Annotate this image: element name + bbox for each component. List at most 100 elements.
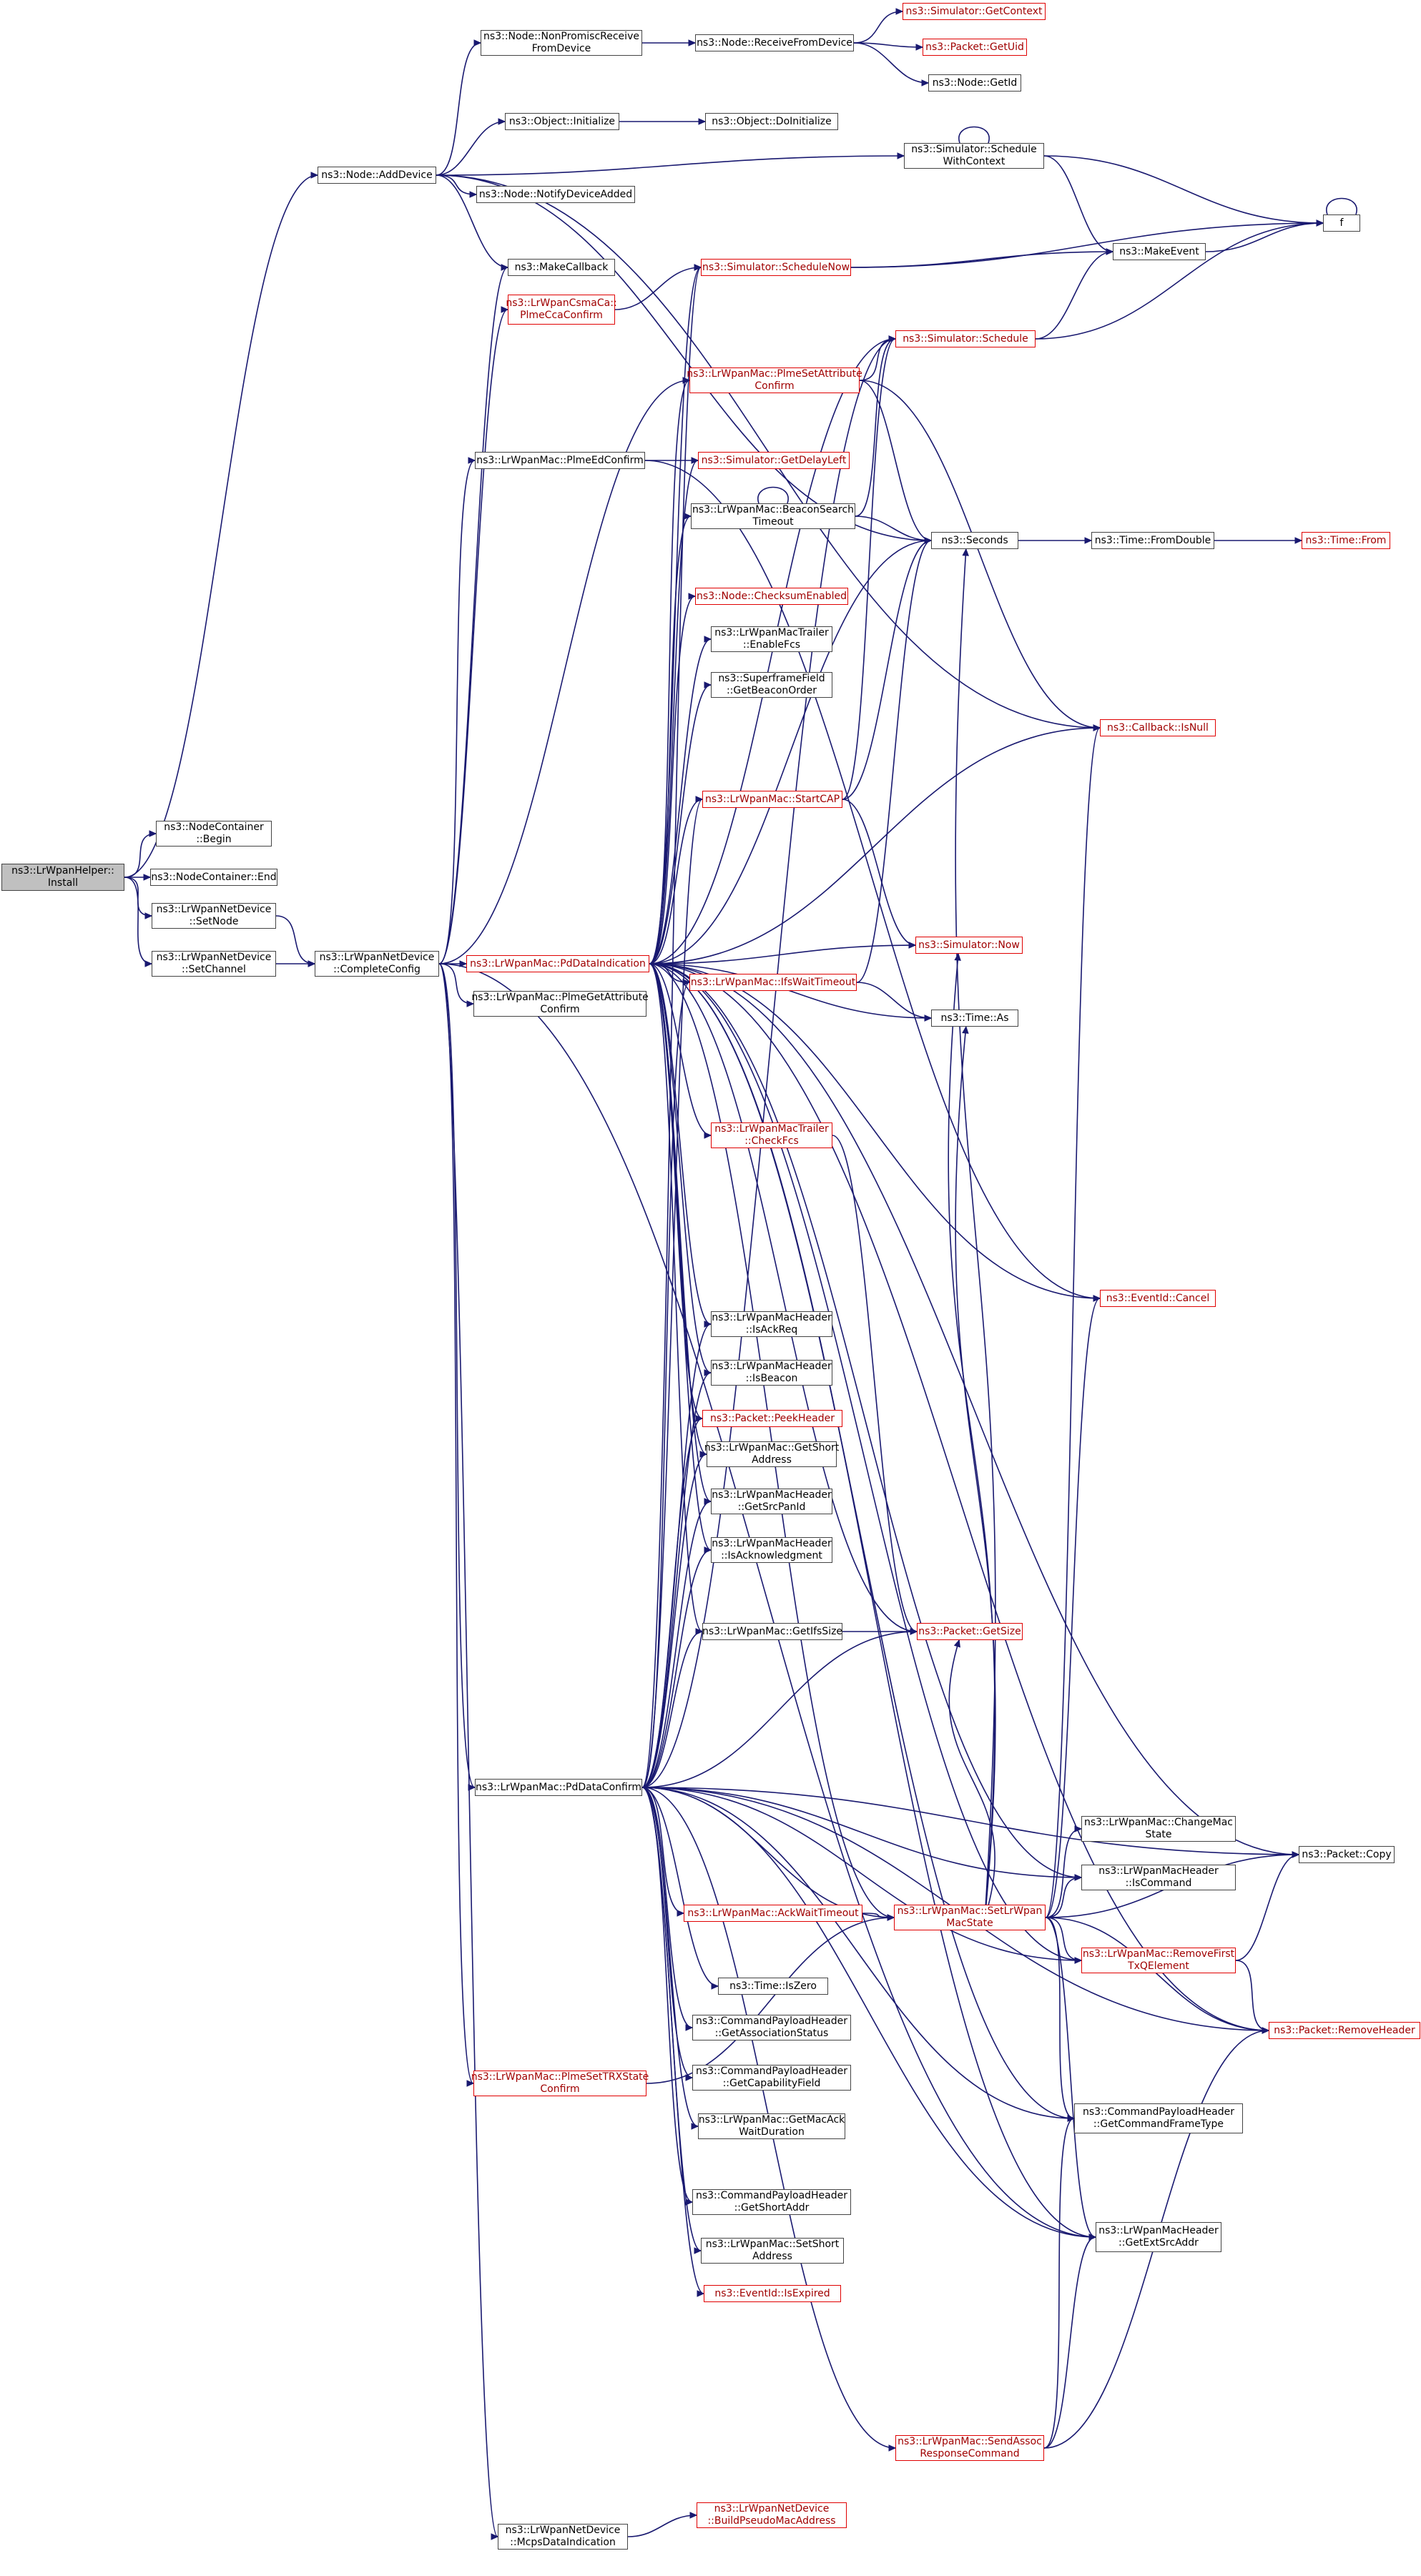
- node-getifssize[interactable]: ns3::LrWpanMac::GetIfsSize: [702, 1623, 842, 1640]
- node-getcmdframetype[interactable]: ns3::CommandPayloadHeader ::GetCommandFr…: [1074, 2103, 1243, 2133]
- node-beaconsearch[interactable]: ns3::LrWpanMac::BeaconSearch Timeout: [691, 503, 855, 529]
- node-receivefromdevice[interactable]: ns3::Node::ReceiveFromDevice: [695, 34, 854, 51]
- node-simnow[interactable]: ns3::Simulator::Now: [915, 937, 1023, 954]
- node-checkfcs[interactable]: ns3::LrWpanMacTrailer ::CheckFcs: [711, 1122, 832, 1148]
- edge-root-to-setchannel: [124, 877, 152, 964]
- node-getdelayleft[interactable]: ns3::Simulator::GetDelayLeft: [698, 452, 850, 469]
- node-objinit[interactable]: ns3::Object::Initialize: [505, 113, 619, 130]
- node-getassocstatus[interactable]: ns3::CommandPayloadHeader ::GetAssociati…: [692, 2015, 851, 2040]
- edge-arrowhead: [704, 1546, 712, 1554]
- edge-pddataind-to-isackreq: [649, 963, 712, 1325]
- edge-completeconfig-to-plmesetattr: [438, 380, 690, 964]
- node-setnode[interactable]: ns3::LrWpanNetDevice ::SetNode: [152, 903, 276, 929]
- node-fromdouble[interactable]: ns3::Time::FromDouble: [1091, 532, 1214, 549]
- node-getmacackwait[interactable]: ns3::LrWpanMac::GetMacAck WaitDuration: [698, 2113, 845, 2139]
- edge-arrowhead: [888, 335, 897, 342]
- node-getextsrcaddr[interactable]: ns3::LrWpanMacHeader ::GetExtSrcAddr: [1096, 2222, 1221, 2252]
- edge-arrowhead: [924, 1015, 933, 1022]
- node-mcpsdataind[interactable]: ns3::LrWpanNetDevice ::McpsDataIndicatio…: [498, 2524, 628, 2550]
- node-ackwait[interactable]: ns3::LrWpanMac::AckWaitTimeout: [684, 1905, 862, 1922]
- node-schednow[interactable]: ns3::Simulator::ScheduleNow: [701, 259, 851, 276]
- node-setlrwpanmacstate[interactable]: ns3::LrWpanMac::SetLrWpan MacState: [894, 1905, 1046, 1930]
- node-buildpseudo[interactable]: ns3::LrWpanNetDevice ::BuildPseudoMacAdd…: [697, 2502, 847, 2528]
- node-ifswait[interactable]: ns3::LrWpanMac::IfsWaitTimeout: [689, 974, 857, 991]
- edge-setlrwpanmacstate-to-getcmdframetype: [1045, 1917, 1075, 2119]
- edge-arrowhead: [694, 2247, 702, 2254]
- node-nc-end[interactable]: ns3::NodeContainer::End: [150, 869, 277, 886]
- edge-arrowhead: [953, 1639, 960, 1648]
- node-removefirst[interactable]: ns3::LrWpanMac::RemoveFirst TxQElement: [1081, 1948, 1236, 1973]
- node-completeconfig[interactable]: ns3::LrWpanNetDevice ::CompleteConfig: [315, 951, 439, 977]
- edge-startcap-to-seconds: [842, 540, 932, 800]
- node-makecallback[interactable]: ns3::MakeCallback: [508, 259, 615, 276]
- node-makeevent[interactable]: ns3::MakeEvent: [1113, 243, 1206, 260]
- node-removeheader[interactable]: ns3::Packet::RemoveHeader: [1269, 2022, 1420, 2039]
- edge-completeconfig-to-plmeed: [438, 460, 476, 964]
- edge-arrowhead: [711, 1983, 719, 1990]
- node-enablefcs[interactable]: ns3::LrWpanMacTrailer ::EnableFcs: [711, 626, 832, 652]
- node-doinit[interactable]: ns3::Object::DoInitialize: [705, 113, 838, 130]
- node-isackreq[interactable]: ns3::LrWpanMacHeader ::IsAckReq: [711, 1311, 832, 1337]
- node-schedwithctx[interactable]: ns3::Simulator::Schedule WithContext: [904, 143, 1044, 169]
- node-pddataind[interactable]: ns3::LrWpanMac::PdDataIndication: [466, 955, 649, 972]
- edge-arrowhead: [697, 2290, 705, 2297]
- node-isbeacon[interactable]: ns3::LrWpanMacHeader ::IsBeacon: [711, 1360, 832, 1386]
- node-sendassoc[interactable]: ns3::LrWpanMac::SendAssoc ResponseComman…: [895, 2435, 1044, 2461]
- node-f[interactable]: f: [1323, 214, 1360, 232]
- edge-adddevice-to-nonpromisc: [436, 42, 481, 176]
- node-nonpromisc[interactable]: ns3::Node::NonPromiscReceive FromDevice: [481, 30, 642, 56]
- node-getbeaconorder[interactable]: ns3::SuperframeField ::GetBeaconOrder: [711, 672, 832, 698]
- edge-completeconfig-to-getextsrcaddr: [438, 963, 1096, 2238]
- node-seconds[interactable]: ns3::Seconds: [931, 532, 1018, 549]
- node-timeas[interactable]: ns3::Time::As: [931, 1010, 1018, 1027]
- edge-arrowhead: [704, 636, 712, 643]
- node-plmesetattr[interactable]: ns3::LrWpanMac::PlmeSetAttribute Confirm: [687, 367, 862, 393]
- edge-arrowhead: [144, 960, 153, 967]
- edge-arrowhead: [895, 8, 904, 15]
- node-getshortaddr[interactable]: ns3::CommandPayloadHeader ::GetShortAddr: [692, 2189, 851, 2215]
- node-getshortaddress[interactable]: ns3::LrWpanMac::GetShort Address: [704, 1441, 840, 1467]
- edge-pddataconfirm-to-schedule: [641, 338, 896, 1788]
- node-plmesettrx[interactable]: ns3::LrWpanMac::PlmeSetTRXState Confirm: [471, 2071, 649, 2096]
- node-cancel[interactable]: ns3::EventId::Cancel: [1100, 1290, 1216, 1307]
- node-plmegetattr[interactable]: ns3::LrWpanMac::PlmeGetAttribute Confirm: [471, 991, 649, 1017]
- edge-pddataind-to-seconds: [649, 540, 932, 964]
- node-plmeed[interactable]: ns3::LrWpanMac::PlmeEdConfirm: [475, 452, 645, 469]
- node-getsrcpanid[interactable]: ns3::LrWpanMacHeader ::GetSrcPanId: [711, 1489, 832, 1514]
- node-getid[interactable]: ns3::Node::GetId: [928, 74, 1021, 92]
- edge-setlrwpanmacstate-to-changemacstate: [1045, 1828, 1082, 1918]
- node-csmaca[interactable]: ns3::LrWpanCsmaCa:: PlmeCcaConfirm: [506, 295, 617, 325]
- node-isexpired[interactable]: ns3::EventId::IsExpired: [704, 2285, 841, 2302]
- edge-pddataconfirm-to-getifssize: [641, 1631, 703, 1788]
- edge-arrowhead: [695, 1415, 704, 1422]
- node-peekheader[interactable]: ns3::Packet::PeekHeader: [702, 1410, 842, 1427]
- node-setshortaddress[interactable]: ns3::LrWpanMac::SetShort Address: [701, 2238, 844, 2264]
- edge-completeconfig-to-plmesettrx: [438, 963, 474, 2084]
- node-getsize[interactable]: ns3::Packet::GetSize: [917, 1623, 1023, 1640]
- node-getcontext[interactable]: ns3::Simulator::GetContext: [903, 3, 1046, 20]
- edge-pddataconfirm-to-isexpired: [641, 1787, 704, 2294]
- edge-pddataconfirm-to-peekheader: [641, 1418, 703, 1788]
- node-iszero[interactable]: ns3::Time::IsZero: [718, 1978, 828, 1995]
- node-getuid[interactable]: ns3::Packet::GetUid: [923, 39, 1027, 56]
- node-nc-begin[interactable]: ns3::NodeContainer ::Begin: [156, 821, 272, 847]
- edge-arrowhead: [1074, 1957, 1083, 1964]
- node-isnull[interactable]: ns3::Callback::IsNull: [1100, 719, 1216, 736]
- node-checksum[interactable]: ns3::Node::ChecksumEnabled: [695, 588, 848, 605]
- node-schedule[interactable]: ns3::Simulator::Schedule: [895, 330, 1036, 347]
- node-adddevice[interactable]: ns3::Node::AddDevice: [318, 167, 436, 184]
- node-timefrom[interactable]: ns3::Time::From: [1302, 532, 1390, 549]
- node-notifydevadded[interactable]: ns3::Node::NotifyDeviceAdded: [476, 186, 635, 203]
- node-pddataconfirm[interactable]: ns3::LrWpanMac::PdDataConfirm: [475, 1779, 642, 1796]
- edge-f-self-loop: [1326, 197, 1357, 215]
- edge-arrowhead: [915, 44, 924, 51]
- node-changemacstate[interactable]: ns3::LrWpanMac::ChangeMac State: [1081, 1816, 1236, 1842]
- node-getcapfield[interactable]: ns3::CommandPayloadHeader ::GetCapabilit…: [692, 2065, 851, 2091]
- node-startcap[interactable]: ns3::LrWpanMac::StartCAP: [702, 791, 842, 808]
- edge-root-to-adddevice: [124, 174, 318, 878]
- node-copy[interactable]: ns3::Packet::Copy: [1299, 1846, 1395, 1863]
- node-setchannel[interactable]: ns3::LrWpanNetDevice ::SetChannel: [152, 951, 276, 977]
- edge-completeconfig-to-pddataconfirm: [438, 963, 476, 1788]
- node-iscommand[interactable]: ns3::LrWpanMacHeader ::IsCommand: [1081, 1865, 1236, 1890]
- node-isacknowledgment[interactable]: ns3::LrWpanMacHeader ::IsAcknowledgment: [711, 1537, 832, 1563]
